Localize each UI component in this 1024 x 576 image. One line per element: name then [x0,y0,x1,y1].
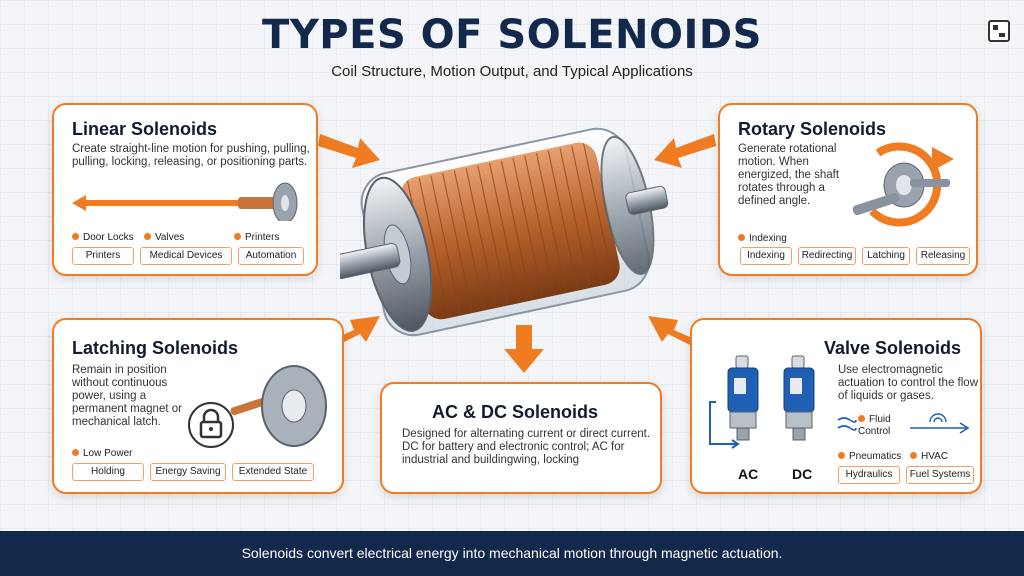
latching-title: Latching Solenoids [72,338,239,358]
valve-dc-label: DC [792,466,813,482]
rotary-solenoids-card: Rotary Solenoids Generate rotational mot… [718,103,978,276]
arrow-down-to-acdc [504,325,544,373]
latching-bullet: Low Power [72,448,132,459]
valve-fluid-label: Fluid Control [858,414,898,438]
rotary-title: Rotary Solenoids [738,119,887,139]
linear-bullet: Door Locks [72,232,134,243]
linear-bullet: Printers [234,232,279,243]
acdc-title: AC & DC Solenoids [432,402,599,422]
latching-tag: Holding [72,463,144,481]
page-title: TYPES OF SOLENOIDS [262,12,762,58]
linear-title: Linear Solenoids [72,119,218,139]
valve-bullet: Pneumatics [838,451,901,462]
arrow-to-center-from-linear [318,134,380,168]
latching-solenoids-card: Latching Solenoids Remain in position wi… [52,318,344,494]
linear-tag: Printers [72,247,134,265]
page-subtitle: Coil Structure, Motion Output, and Typic… [331,63,693,80]
latching-tag: Extended State [232,463,314,481]
linear-description: Create straight-line motion for pushing,… [72,143,310,168]
ac-dc-solenoids-card: AC & DC Solenoids Designed for alternati… [380,382,662,494]
rotary-tag: Releasing [916,247,970,265]
linear-bullet: Valves [144,232,184,243]
solenoid-illustration [340,127,669,337]
rotary-description: Generate rotational motion. When energiz… [738,143,840,207]
footer-banner: Solenoids convert electrical energy into… [0,531,1024,576]
latching-tag: Energy Saving [150,463,226,481]
rotation-arrow-icon [852,142,954,227]
acdc-description: Designed for alternating current or dire… [402,428,651,466]
latching-magnet-illustration [230,365,327,447]
rotary-tag: Redirecting [798,247,856,265]
hvac-icon [910,413,970,434]
linear-plunger-illustration [72,182,298,221]
valve-illustration [709,355,815,449]
valve-tag: Fuel Systems [906,466,974,484]
linear-tag: Automation [238,247,304,265]
valve-bullet: HVAC [910,451,948,462]
latching-description: Remain in position without continuous po… [72,364,182,428]
linear-tag: Medical Devices [140,247,232,265]
rotary-tag: Indexing [740,247,792,265]
valve-tag: Hydraulics [838,466,900,484]
valve-description: Use electromagnetic actuation to control… [838,364,978,402]
valve-ac-label: AC [738,466,759,482]
valve-solenoids-card: Valve Solenoids Use electromagnetic actu… [690,318,982,494]
linear-solenoids-card: Linear Solenoids Create straight-line mo… [52,103,318,276]
rotary-tag: Latching [862,247,910,265]
lock-icon [188,402,234,448]
rotary-bullet: Indexing [738,233,787,244]
valve-title: Valve Solenoids [824,338,962,358]
qr-code-icon[interactable] [988,20,1010,42]
arrow-to-center-from-rotary [654,134,716,168]
flow-arrow-icon [837,417,857,431]
